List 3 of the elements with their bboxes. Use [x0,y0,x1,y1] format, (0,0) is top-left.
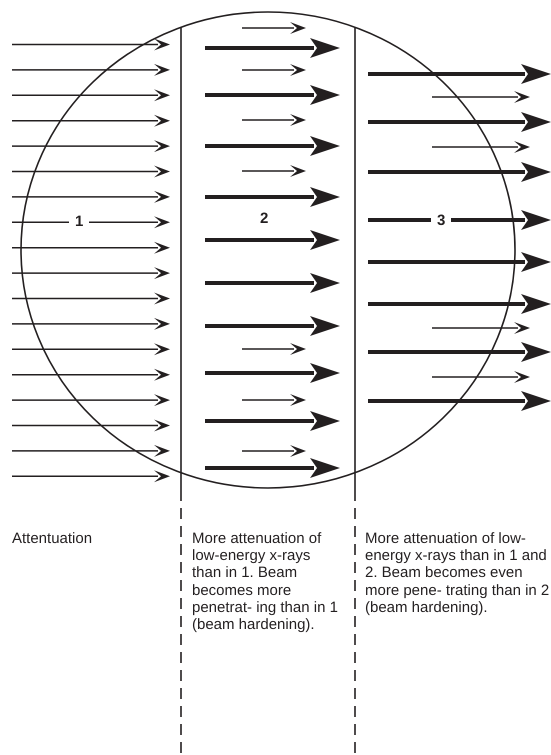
caption-text: More attenuation of low-energy x-rays than in 1 and 2. Beam becomes even more pene- trating than in 2 (beam hardening). [365,530,550,616]
caption-text: Attentuation [12,530,94,548]
caption-text: More attenuation of low-energy x-rays than in 1. Beam becomes more penetrat- ing than in 1 (beam hardening). [192,530,339,634]
